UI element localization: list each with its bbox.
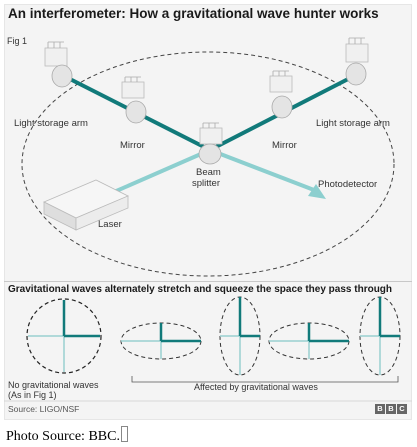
photodetector-label: Photodetector bbox=[318, 179, 378, 190]
bbc-logo-letter: B bbox=[386, 404, 396, 414]
photo-caption-text: Photo Source: BBC. bbox=[6, 429, 120, 444]
laser-box bbox=[43, 179, 129, 231]
stretched-vertical-ellipse-2 bbox=[359, 296, 401, 376]
left-arm-label: Light storage arm bbox=[14, 118, 88, 129]
no-waves-label-line2: (As in Fig 1) bbox=[8, 390, 57, 400]
section-subtitle: Gravitational waves alternately stretch … bbox=[8, 284, 393, 295]
output-arrowhead bbox=[308, 184, 326, 199]
left-storage-mirror bbox=[44, 41, 73, 88]
affected-bracket bbox=[131, 376, 399, 383]
undisturbed-circle-diagram bbox=[26, 298, 102, 374]
photo-caption: Photo Source: BBC. bbox=[6, 426, 128, 445]
stretched-vertical-ellipse-1 bbox=[219, 296, 261, 376]
no-waves-label-line1: No gravitational waves bbox=[8, 380, 99, 390]
laser-label: Laser bbox=[98, 219, 122, 230]
output-beam bbox=[209, 148, 315, 192]
stretched-horizontal-ellipse-2 bbox=[268, 322, 350, 360]
bbc-logo-letter: C bbox=[397, 404, 407, 414]
text-cursor bbox=[120, 426, 128, 442]
enclosure-ellipse bbox=[21, 51, 395, 277]
bbc-logo-letter: B bbox=[375, 404, 385, 414]
right-mirror bbox=[269, 70, 293, 119]
figure-label: Fig 1 bbox=[7, 36, 28, 46]
beam-splitter-label-line2: splitter bbox=[192, 178, 220, 189]
section-divider bbox=[4, 281, 412, 282]
affected-label: Affected by gravitational waves bbox=[194, 382, 318, 392]
beam-splitter-label-line1: Beam bbox=[196, 167, 221, 178]
right-storage-mirror bbox=[345, 37, 369, 86]
right-mirror-label: Mirror bbox=[272, 140, 297, 151]
interferometer-diagram bbox=[4, 37, 412, 402]
beam-splitter bbox=[198, 122, 223, 165]
left-mirror bbox=[121, 76, 147, 124]
right-arm-label: Light storage arm bbox=[316, 118, 390, 129]
bbc-logo: B B C bbox=[375, 404, 407, 414]
laser-beam bbox=[113, 148, 211, 194]
stretched-horizontal-ellipse-1 bbox=[120, 322, 202, 360]
diagram-title: An interferometer: How a gravitational w… bbox=[8, 6, 379, 21]
left-mirror-label: Mirror bbox=[120, 140, 145, 151]
source-credit: Source: LIGO/NSF bbox=[8, 404, 80, 414]
